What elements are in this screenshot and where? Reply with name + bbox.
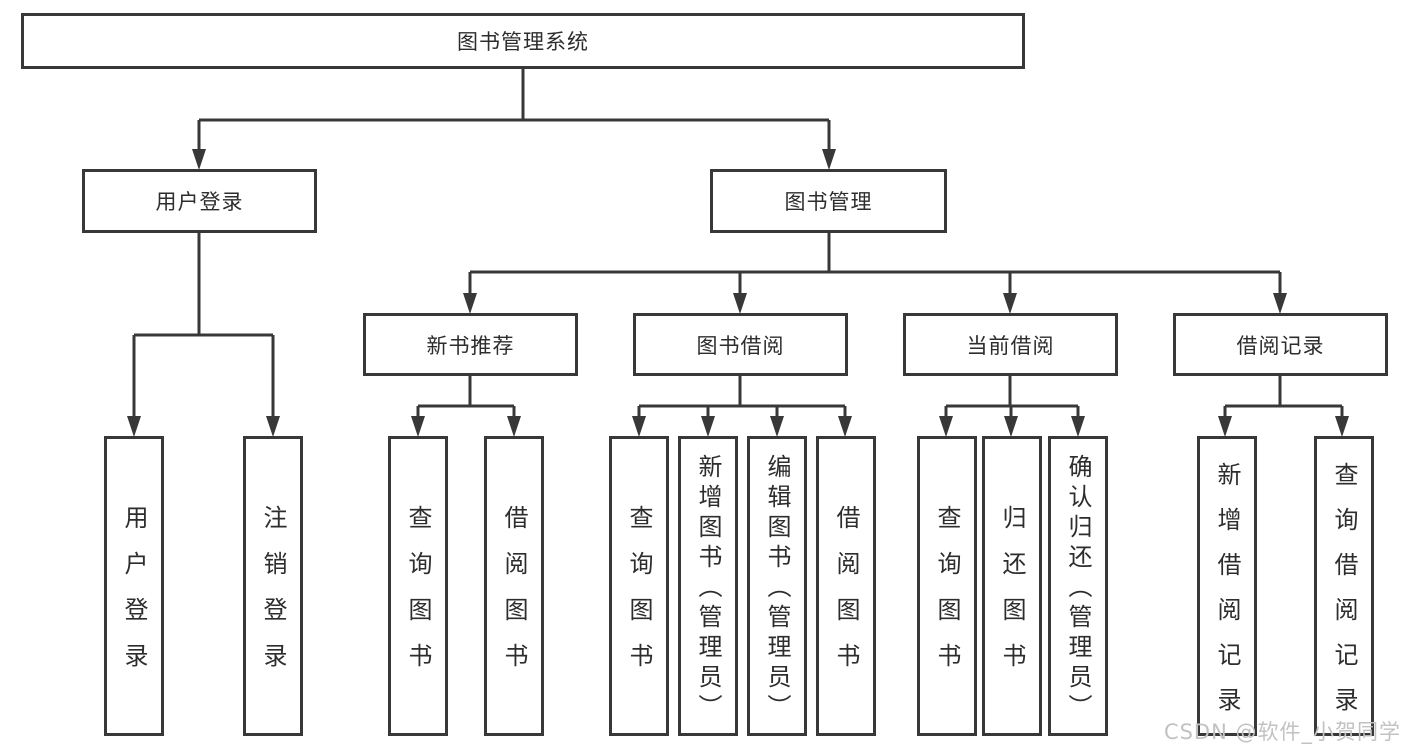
arrowhead-icons: [127, 149, 1349, 437]
leaf-user-login: 用户登录: [104, 436, 164, 736]
leaf-borrow-edit-books-admin-label: 编辑图书（管理员）: [763, 454, 791, 724]
leaf-records-add-record: 新增借阅记录: [1197, 436, 1257, 736]
leaf-logout: 注销登录: [243, 436, 303, 736]
leaf-current-confirm-return-admin-label: 确认归还（管理员）: [1064, 454, 1092, 724]
leaf-current-return-books-label: 归还图书: [998, 505, 1026, 689]
node-current-borrow: 当前借阅: [903, 313, 1118, 376]
leaf-borrow-edit-books-admin: 编辑图书（管理员）: [747, 436, 807, 736]
leaf-records-add-record-label: 新增借阅记录: [1213, 461, 1241, 732]
leaf-recommend-query-books-label: 查询图书: [404, 505, 432, 689]
leaf-recommend-borrow-books: 借阅图书: [484, 436, 544, 736]
leaf-borrow-query-books: 查询图书: [609, 436, 669, 736]
leaf-current-return-books: 归还图书: [982, 436, 1042, 736]
leaf-borrow-borrow-books: 借阅图书: [816, 436, 876, 736]
leaf-records-query-record: 查询借阅记录: [1314, 436, 1374, 736]
node-book-borrow-label: 图书借阅: [696, 333, 785, 358]
leaf-recommend-query-books: 查询图书: [388, 436, 448, 736]
leaf-current-query-books: 查询图书: [917, 436, 977, 736]
leaf-borrow-borrow-books-label: 借阅图书: [832, 505, 860, 689]
leaf-borrow-add-books-admin-label: 新增图书（管理员）: [694, 454, 722, 724]
leaf-current-confirm-return-admin: 确认归还（管理员）: [1048, 436, 1108, 736]
node-root-label: 图书管理系统: [457, 30, 589, 54]
node-root-system: 图书管理系统: [21, 13, 1025, 69]
leaf-user-login-label: 用户登录: [120, 505, 148, 689]
leaf-borrow-add-books-admin: 新增图书（管理员）: [678, 436, 738, 736]
node-borrow-records-label: 借阅记录: [1236, 333, 1325, 358]
node-new-book-recommend-label: 新书推荐: [426, 333, 515, 358]
node-borrow-records: 借阅记录: [1173, 313, 1388, 376]
node-user-login: 用户登录: [82, 169, 317, 233]
csdn-watermark: CSDN @软件_小贺同学: [1163, 720, 1401, 744]
node-book-management: 图书管理: [710, 169, 947, 233]
leaf-logout-label: 注销登录: [259, 505, 287, 689]
node-book-management-label: 图书管理: [784, 190, 873, 214]
leaf-borrow-query-books-label: 查询图书: [625, 505, 653, 689]
leaf-records-query-record-label: 查询借阅记录: [1330, 461, 1358, 732]
node-user-login-label: 用户登录: [155, 190, 244, 214]
leaf-current-query-books-label: 查询图书: [933, 505, 961, 689]
leaf-recommend-borrow-books-label: 借阅图书: [500, 505, 528, 689]
node-current-borrow-label: 当前借阅: [966, 333, 1055, 358]
node-new-book-recommend: 新书推荐: [363, 313, 578, 376]
node-book-borrow: 图书借阅: [633, 313, 848, 376]
